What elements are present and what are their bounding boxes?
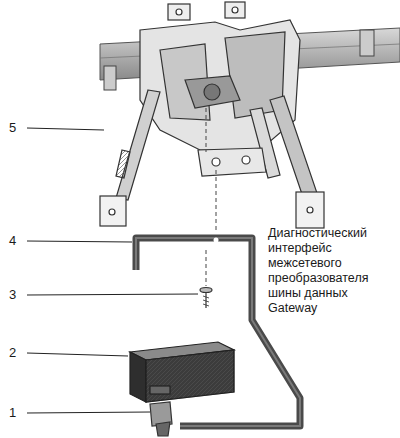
- callout-number: 2: [9, 346, 16, 360]
- gateway-unit: [130, 342, 234, 402]
- callout-number: 4: [9, 234, 16, 248]
- callout-number: 3: [9, 288, 16, 302]
- leader-line: [27, 128, 198, 413]
- part-name: Диагностический интерфейс межсетевого пр…: [268, 226, 396, 316]
- screw: [200, 288, 212, 309]
- callout-number: 1: [9, 406, 16, 420]
- mounting-plate: [198, 148, 266, 176]
- assembly-line: [206, 108, 216, 286]
- pedal-bracket: [140, 2, 300, 150]
- clip: [150, 402, 172, 436]
- callout-number: 5: [9, 121, 16, 135]
- pedal-arm: [100, 90, 160, 226]
